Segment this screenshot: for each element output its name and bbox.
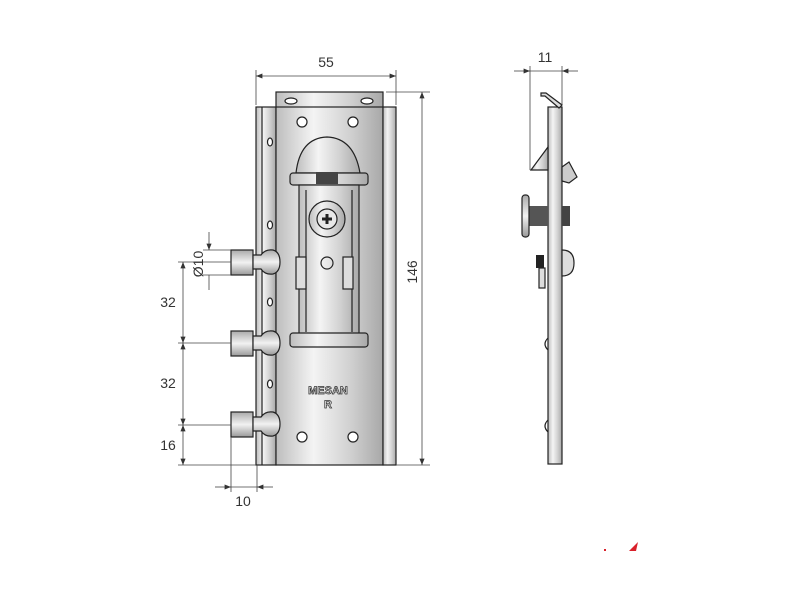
pin-length: 10 <box>235 493 251 509</box>
depth-dimension: 11 <box>538 49 553 65</box>
bottom-offset: 16 <box>160 437 176 453</box>
dimension-lines: 55 146 32 32 16 Ø10 10 <box>160 54 430 509</box>
pin <box>230 249 281 276</box>
width-dimension: 55 <box>318 54 334 70</box>
brand-mark-icon <box>629 542 638 551</box>
mark-embossing: R <box>324 399 332 411</box>
pin-spacing-2: 32 <box>160 375 176 391</box>
right-rail <box>382 106 397 466</box>
pin <box>230 330 281 357</box>
front-view: MESAN R <box>230 91 397 466</box>
brand-embossing: MESAN <box>308 385 348 397</box>
side-view: 11 <box>514 49 578 465</box>
pin <box>230 411 281 438</box>
left-rail <box>255 106 277 466</box>
pin-spacing-1: 32 <box>160 294 176 310</box>
pin-diameter: Ø10 <box>190 251 206 278</box>
height-dimension: 146 <box>404 260 420 284</box>
cam-housing <box>295 136 361 174</box>
